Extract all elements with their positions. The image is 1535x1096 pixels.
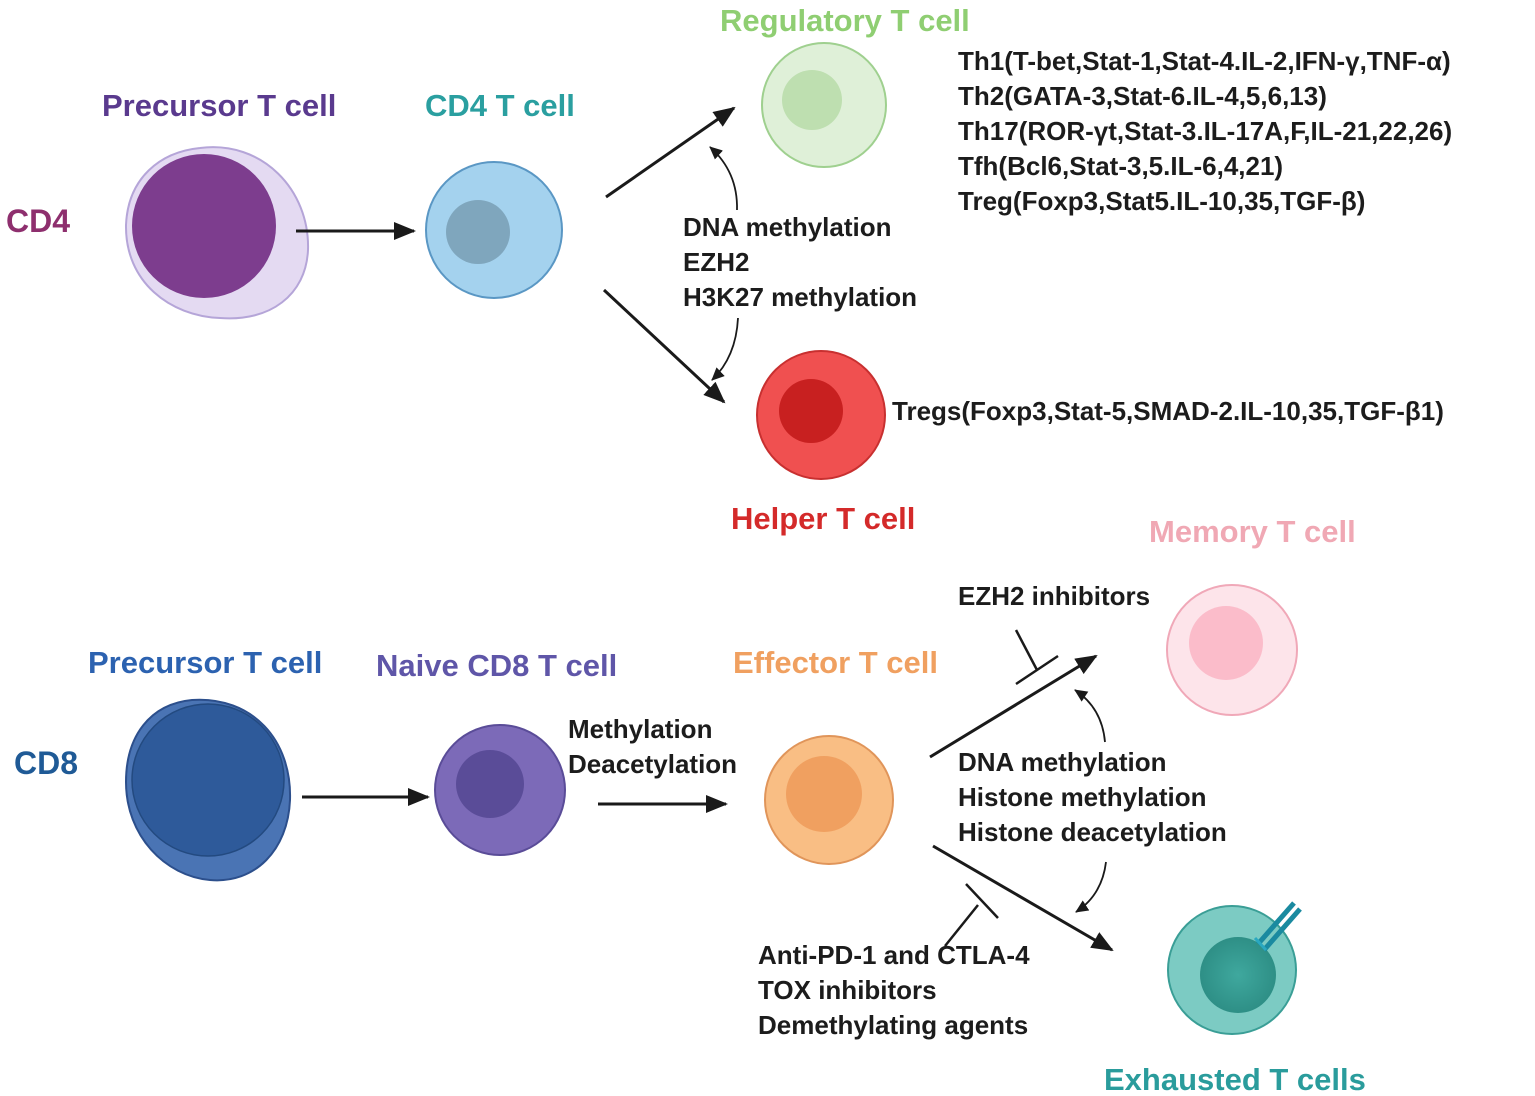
antibody-icon bbox=[1253, 901, 1302, 952]
exhausted-title: Exhausted T cells bbox=[1104, 1062, 1366, 1096]
cd4-cell-title: CD4 T cell bbox=[425, 88, 575, 123]
curved-arrow-cd8-upper bbox=[1074, 689, 1106, 743]
cd4-side-label: CD4 bbox=[6, 203, 71, 239]
inhibition-marker-exhausted bbox=[944, 883, 999, 947]
cd8-mechanism-item: DNA methylation bbox=[958, 747, 1167, 777]
helper-t-cell bbox=[756, 350, 886, 480]
arrow-cd4-to-regulatory bbox=[605, 106, 736, 199]
cd8-mechanism-list: DNA methylation Histone methylation Hist… bbox=[958, 745, 1227, 850]
factor-item: Th17(ROR-γt,Stat-3.IL-17A,F,IL-21,22,26) bbox=[958, 116, 1453, 146]
precursor-cd8-title: Precursor T cell bbox=[88, 645, 323, 680]
curved-arrow-cd4-lower bbox=[711, 317, 739, 381]
memory-inhibitor-text: EZH2 inhibitors bbox=[958, 581, 1151, 611]
arrow-cd4-to-helper bbox=[602, 288, 726, 404]
cd8-mechanism-item: Histone methylation bbox=[958, 782, 1207, 812]
helper-title: Helper T cell bbox=[731, 501, 916, 536]
naive-cd8-title: Naive CD8 T cell bbox=[376, 648, 618, 683]
helper-factor-text: Tregs(Foxp3,Stat-5,SMAD-2.IL-10,35,TGF-β… bbox=[892, 396, 1444, 426]
cd4-mechanism-item: H3K27 methylation bbox=[683, 282, 918, 312]
naive-cd8-cell bbox=[434, 724, 566, 856]
curved-arrow-cd4-upper bbox=[709, 146, 738, 211]
memory-title: Memory T cell bbox=[1149, 514, 1356, 549]
effector-t-cell bbox=[764, 735, 894, 865]
process-item: Deacetylation bbox=[568, 749, 738, 779]
exhausted-inhibitor-list: Anti-PD-1 and CTLA-4 TOX inhibitors Deme… bbox=[758, 938, 1030, 1043]
regulatory-title: Regulatory T cell bbox=[720, 3, 970, 38]
cd4-cell bbox=[425, 161, 563, 299]
cd4-mechanism-item: EZH2 bbox=[683, 247, 750, 277]
process-item: Methylation bbox=[568, 714, 713, 744]
inhibitor-item: Demethylating agents bbox=[758, 1010, 1029, 1040]
precursor-cd4-cell bbox=[124, 146, 310, 320]
arrow-effector-to-memory bbox=[929, 654, 1098, 759]
factor-item: Treg(Foxp3,Stat5.IL-10,35,TGF-β) bbox=[958, 186, 1366, 216]
cd4-mechanism-item: DNA methylation bbox=[683, 212, 892, 242]
curved-arrow-cd8-lower bbox=[1075, 861, 1107, 913]
arrow-effector-to-exhausted bbox=[932, 844, 1114, 952]
inhibitor-item: TOX inhibitors bbox=[758, 975, 937, 1005]
factor-item: Th1(T-bet,Stat-1,Stat-4.IL-2,IFN-γ,TNF-α… bbox=[958, 46, 1451, 76]
cd8-mechanism-item: Histone deacetylation bbox=[958, 817, 1227, 847]
memory-t-cell bbox=[1166, 584, 1298, 716]
regulatory-t-cell bbox=[761, 42, 887, 168]
inhibition-marker-memory bbox=[1014, 629, 1059, 686]
factor-item: Tfh(Bcl6,Stat-3,5.IL-6,4,21) bbox=[958, 151, 1284, 181]
cd4-mechanism-list: DNA methylation EZH2 H3K27 methylation bbox=[683, 210, 917, 315]
cd8-side-label: CD8 bbox=[14, 745, 79, 781]
effector-title: Effector T cell bbox=[733, 645, 938, 680]
precursor-cd4-title: Precursor T cell bbox=[102, 88, 337, 123]
precursor-cd8-cell bbox=[124, 698, 292, 882]
naive-to-effector-list: Methylation Deacetylation bbox=[568, 712, 737, 782]
regulatory-factor-list: Th1(T-bet,Stat-1,Stat-4.IL-2,IFN-γ,TNF-α… bbox=[958, 44, 1452, 219]
factor-item: Th2(GATA-3,Stat-6.IL-4,5,6,13) bbox=[958, 81, 1327, 111]
inhibitor-item: Anti-PD-1 and CTLA-4 bbox=[758, 940, 1030, 970]
exhausted-t-cell bbox=[1167, 901, 1302, 1035]
